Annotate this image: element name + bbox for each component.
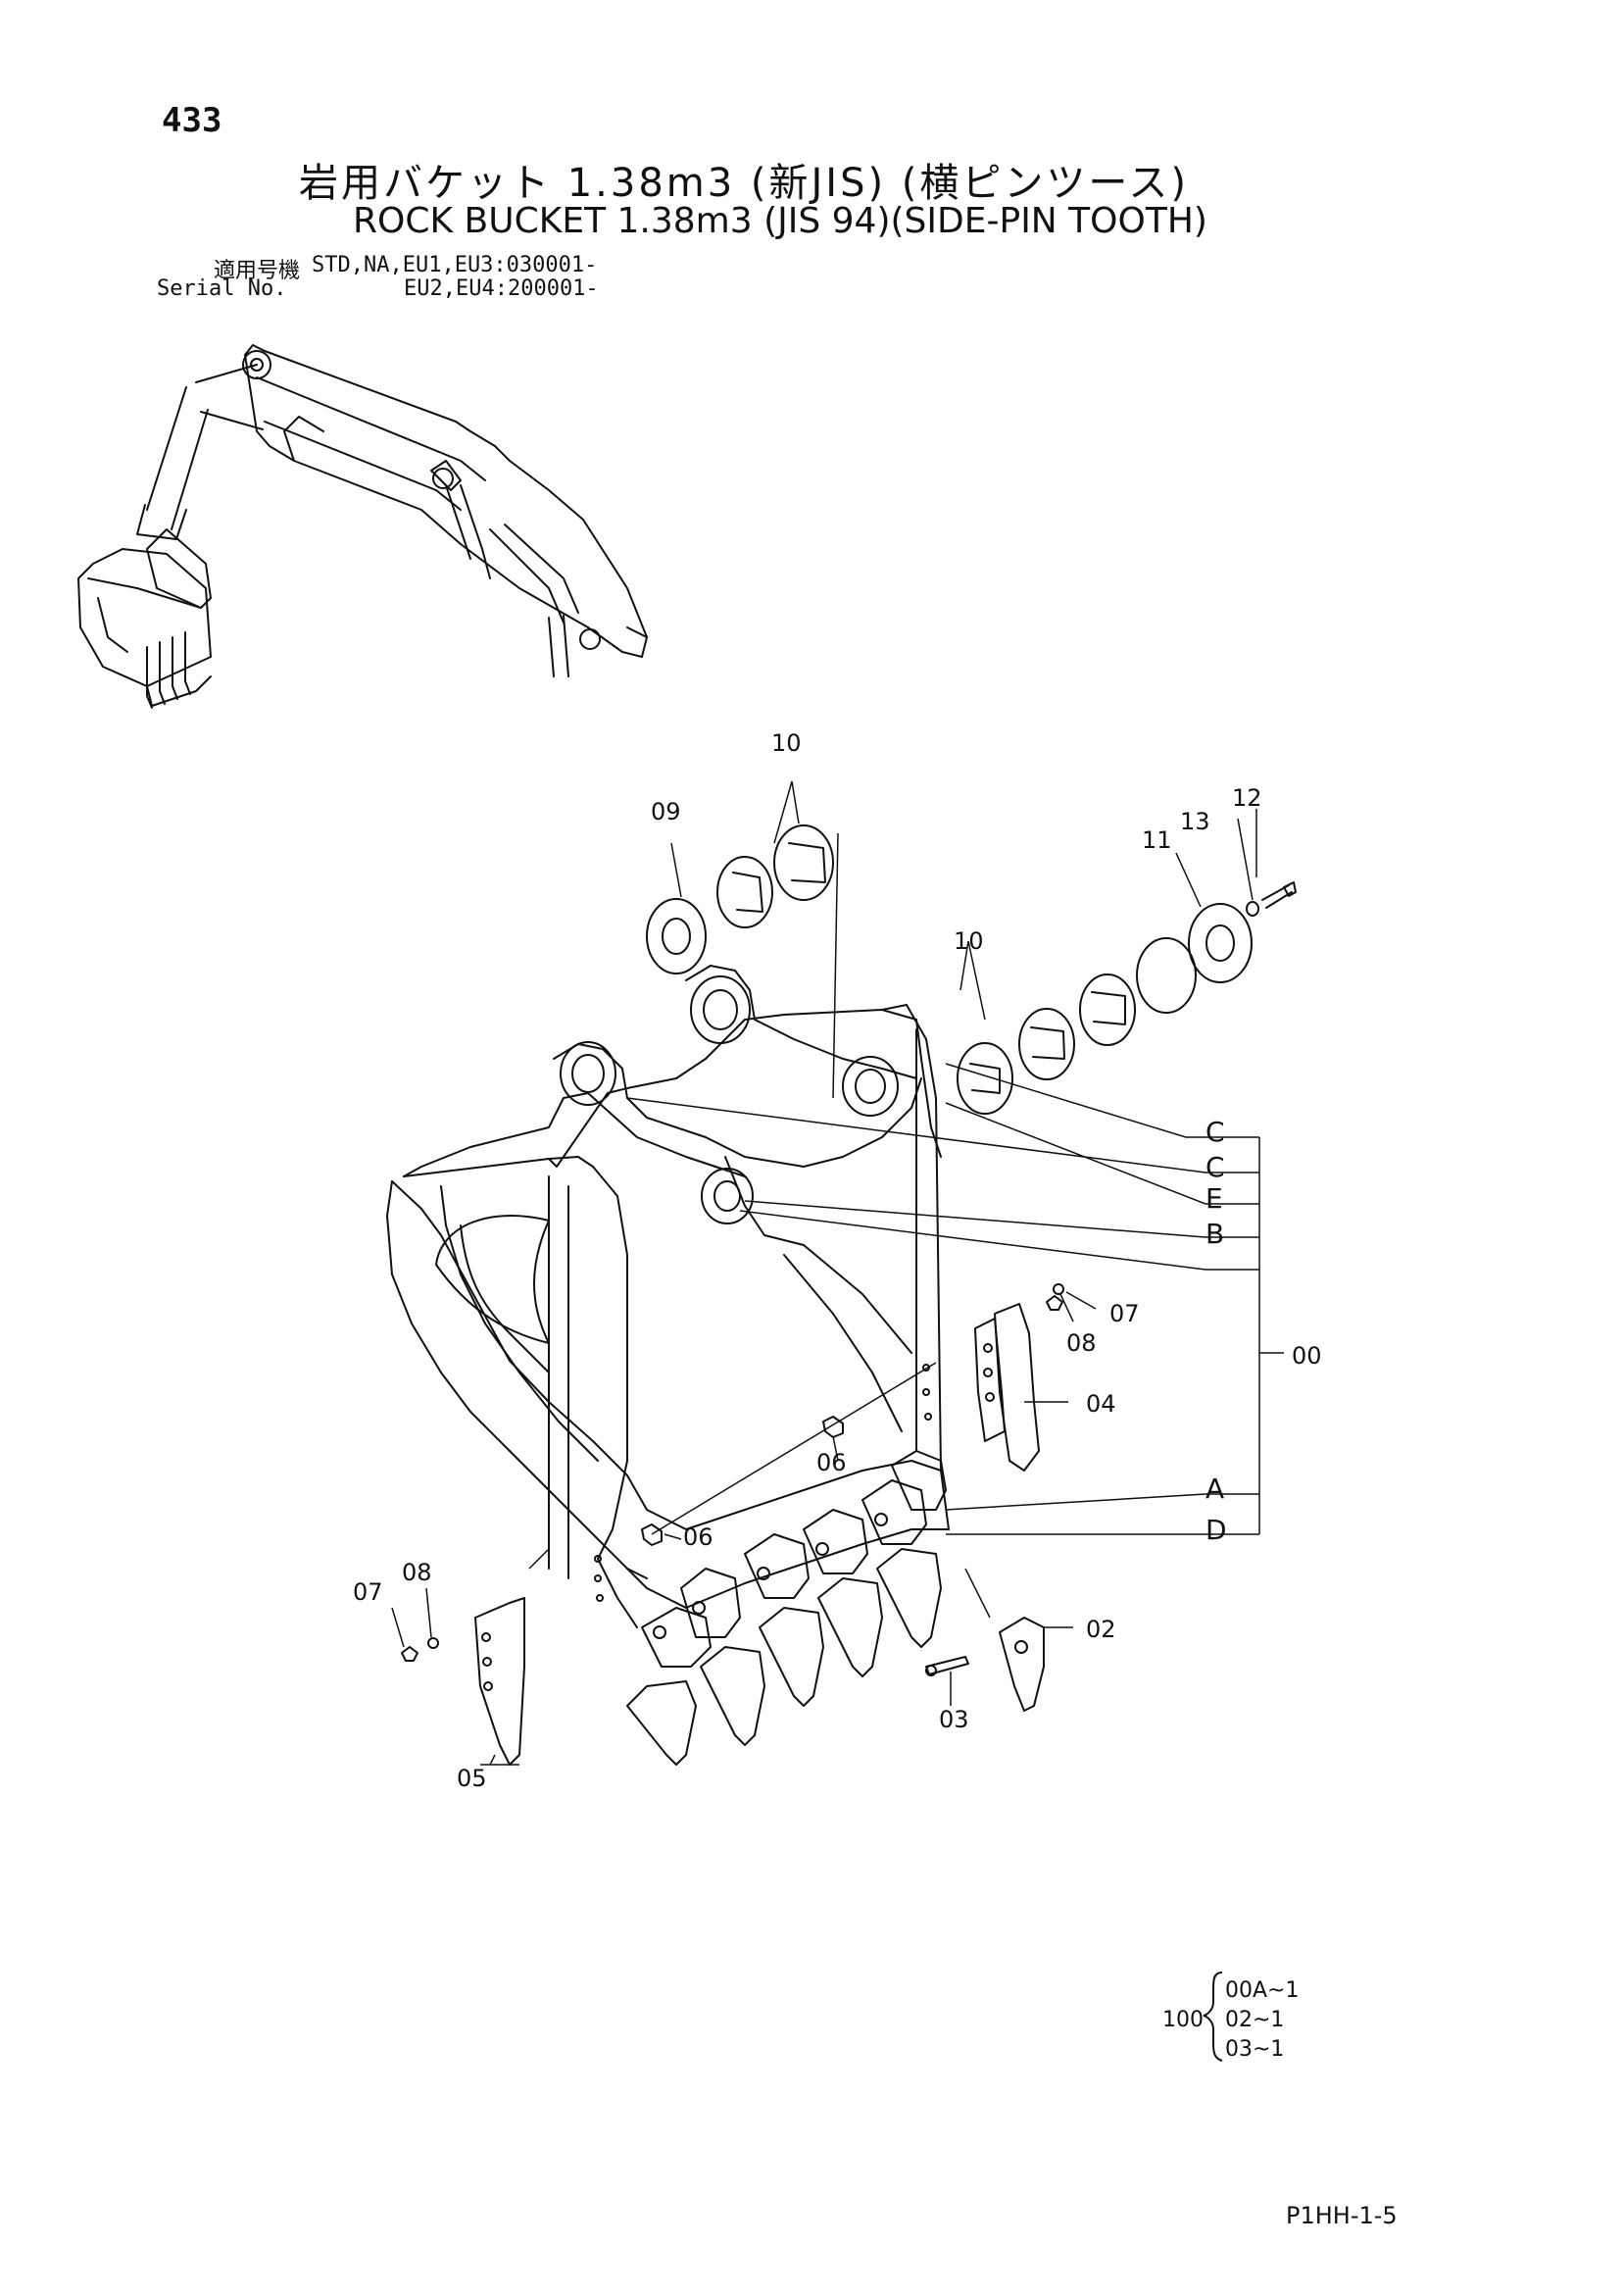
callout-03: 03 [939, 1706, 969, 1733]
serial-range-2: EU2,EU4:200001- [404, 276, 599, 301]
callout-08-lower: 08 [402, 1559, 432, 1586]
pin-parts-upper [646, 824, 834, 974]
set-item: 03~1 [1225, 2037, 1285, 2062]
callout-12: 12 [1232, 784, 1262, 812]
set-brace [1203, 1972, 1223, 2062]
callout-labels: 10 09 10 11 13 12 C C E B 00 07 08 04 06… [353, 729, 1322, 1792]
side-cutter-right [974, 1283, 1064, 1472]
callout-05: 05 [457, 1765, 487, 1792]
serial-range-1: STD,NA,EU1,EU3:030001- [312, 253, 598, 277]
callout-10-upper: 10 [771, 729, 802, 757]
callout-07-upper: 07 [1109, 1300, 1140, 1327]
side-cutter-left [401, 1597, 525, 1766]
callout-B: B [1205, 1218, 1224, 1250]
callout-E: E [1205, 1182, 1223, 1215]
callout-A: A [1205, 1472, 1224, 1505]
page-code: P1HH-1-5 [1286, 2202, 1398, 2229]
callout-13: 13 [1180, 808, 1210, 835]
set-item: 00A~1 [1225, 1978, 1300, 2003]
callout-00: 00 [1292, 1342, 1322, 1370]
bucket-body [386, 965, 950, 1628]
pin-parts-lower [957, 881, 1297, 1115]
serial-label: Serial No. [157, 276, 287, 301]
callout-D: D [1205, 1514, 1227, 1546]
teeth-row [626, 1450, 947, 1766]
callout-02: 02 [1086, 1616, 1116, 1643]
excavator-overview [77, 344, 648, 709]
callout-11: 11 [1142, 826, 1172, 854]
callout-10-lower: 10 [954, 927, 984, 955]
callout-06-upper: 06 [816, 1449, 847, 1476]
set-item: 02~1 [1225, 2008, 1285, 2032]
callout-C-1: C [1205, 1116, 1225, 1148]
callout-04: 04 [1086, 1390, 1116, 1418]
title-english: ROCK BUCKET 1.38m3 (JIS 94)(SIDE-PIN TOO… [353, 201, 1207, 241]
applicable-label: 適用号機 [214, 259, 301, 283]
callout-08-upper: 08 [1066, 1329, 1097, 1357]
callout-C-2: C [1205, 1151, 1225, 1183]
set-number: 100 [1162, 2008, 1204, 2032]
callout-07-lower: 07 [353, 1578, 383, 1606]
page-number: 433 [162, 101, 222, 140]
callout-06-lower: 06 [683, 1523, 713, 1551]
callout-09: 09 [651, 798, 681, 825]
title-japanese: 岩用バケット 1.38m3 (新JIS) (横ピンツース) [299, 161, 1190, 206]
